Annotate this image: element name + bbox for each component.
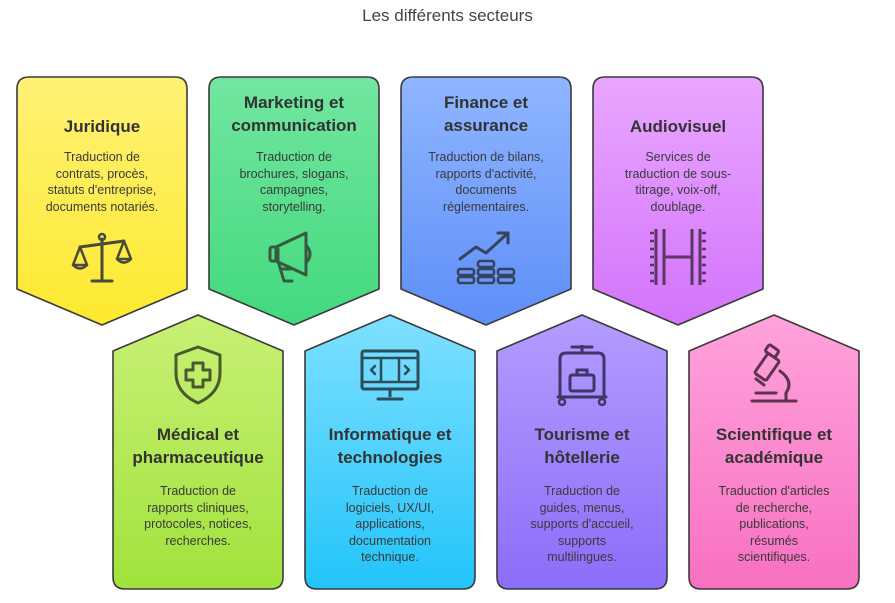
megaphone-icon (268, 231, 312, 283)
sector-title: Tourisme et hôtellerie (503, 423, 661, 469)
microscope-icon (750, 343, 798, 403)
diagram-title: Les différents secteurs (362, 6, 533, 25)
sector-title: Finance et assurance (407, 91, 565, 137)
sector-card-shape (400, 76, 572, 326)
sector-description: Traduction d'articles de recherche, public… (699, 483, 849, 566)
sector-description-line: brochures, slogans, (239, 166, 349, 181)
sector-title-line: communication (231, 116, 357, 135)
sector-description-line: Traduction de (544, 484, 620, 498)
film-strip-icon (650, 229, 706, 285)
sector-description-line: Traduction de (256, 150, 332, 164)
sector-description-line: multilingues. (547, 550, 617, 564)
sector-description-line: de recherche, (735, 500, 813, 515)
sector-description-line: supports (558, 533, 606, 548)
sector-title-line: Informatique et (328, 425, 452, 444)
sector-description-line: documents notariés. (45, 199, 159, 214)
sector-card-shape (592, 76, 764, 326)
sector-card-shape (208, 76, 380, 326)
sector-description-line: rapports d'activité, (435, 166, 537, 181)
sector-description-line: documentation (348, 533, 431, 548)
sector-title-line: Médical et (156, 425, 240, 444)
sector-description-line: recherches. (165, 533, 231, 548)
sector-description-line: protocoles, notices, (144, 517, 252, 531)
sector-description: Traduction de brochures, slogans, campagne… (219, 149, 369, 215)
sector-description-line: campagnes, (259, 183, 329, 197)
sector-description: Traduction de contrats, procès, statuts d'… (27, 149, 177, 215)
sector-description-line: applications, (355, 517, 425, 531)
sector-title: Marketing et communication (215, 91, 373, 137)
sector-title-line: technologies (337, 448, 443, 467)
sector-description-line: documents (455, 183, 517, 197)
sector-title: Juridique (23, 115, 181, 138)
sector-title: Scientifique et académique (695, 423, 853, 469)
sector-description-line: statuts d'entreprise, (47, 183, 157, 197)
medical-shield-icon (174, 345, 222, 405)
sector-title-line: académique (724, 448, 824, 467)
growth-chart-icon (456, 231, 516, 285)
sector-title: Médical et pharmaceutique (119, 423, 277, 469)
sector-description-line: Traduction de (64, 150, 140, 164)
sector-title-line: Marketing et (243, 93, 345, 112)
sector-card-shape (304, 314, 476, 590)
sector-title-line: Tourisme et (534, 425, 630, 444)
sector-card-shape (688, 314, 860, 590)
sector-description-line: Traduction de (160, 484, 236, 498)
sector-description-line: rapports cliniques, (147, 500, 249, 515)
sector-card-shape (16, 76, 188, 326)
sector-description: Services de traduction de sous-titrage, v… (603, 149, 753, 215)
sector-description-line: contrats, procès, (55, 166, 149, 181)
sector-card-shape (112, 314, 284, 590)
sector-title: Informatique et technologies (311, 423, 469, 469)
sector-description-line: logiciels, UX/UI, (345, 500, 435, 515)
sector-description-line: Traduction de (352, 484, 428, 498)
sector-description-line: supports d'accueil, (530, 517, 634, 531)
sector-description-line: Traduction de bilans, (428, 150, 544, 164)
sector-description-line: technique. (361, 550, 419, 564)
sector-title: Audiovisuel (599, 115, 757, 138)
sector-description-line: publications, (739, 517, 809, 531)
sector-title-line: Audiovisuel (629, 117, 727, 136)
sector-description-line: scientifiques. (737, 550, 811, 564)
sector-description-line: doublage. (650, 199, 706, 214)
scales-icon (71, 232, 133, 283)
sector-title-line: Scientifique et (715, 425, 833, 444)
sector-title-line: pharmaceutique (132, 448, 264, 467)
sector-description-line: storytelling. (262, 199, 326, 214)
sector-description: Traduction de bilans, rapports d'activité… (411, 149, 561, 215)
sector-title-line: assurance (443, 116, 529, 135)
sector-card-shape (496, 314, 668, 590)
sector-description-line: titrage, voix-off, (635, 183, 721, 197)
sector-description: Traduction de logiciels, UX/UI, applicatio… (315, 483, 465, 566)
sector-description-line: guides, menus, (539, 500, 625, 515)
sector-description-line: résumés (750, 533, 798, 548)
sector-description-line: traduction de sous- (624, 166, 732, 181)
monitor-icon (360, 349, 420, 401)
luggage-cart-icon (556, 345, 608, 407)
sector-title-line: Juridique (63, 117, 141, 136)
sector-description-line: réglementaires. (442, 199, 530, 214)
sector-description: Traduction de rapports cliniques, protocol… (123, 483, 273, 549)
sector-description-line: Services de (645, 150, 711, 164)
sector-description-line: Traduction d'articles (718, 484, 830, 498)
sector-title-line: hôtellerie (544, 448, 620, 467)
sector-description: Traduction de guides, menus, supports d'ac… (507, 483, 657, 566)
sector-title-line: Finance et (443, 93, 529, 112)
